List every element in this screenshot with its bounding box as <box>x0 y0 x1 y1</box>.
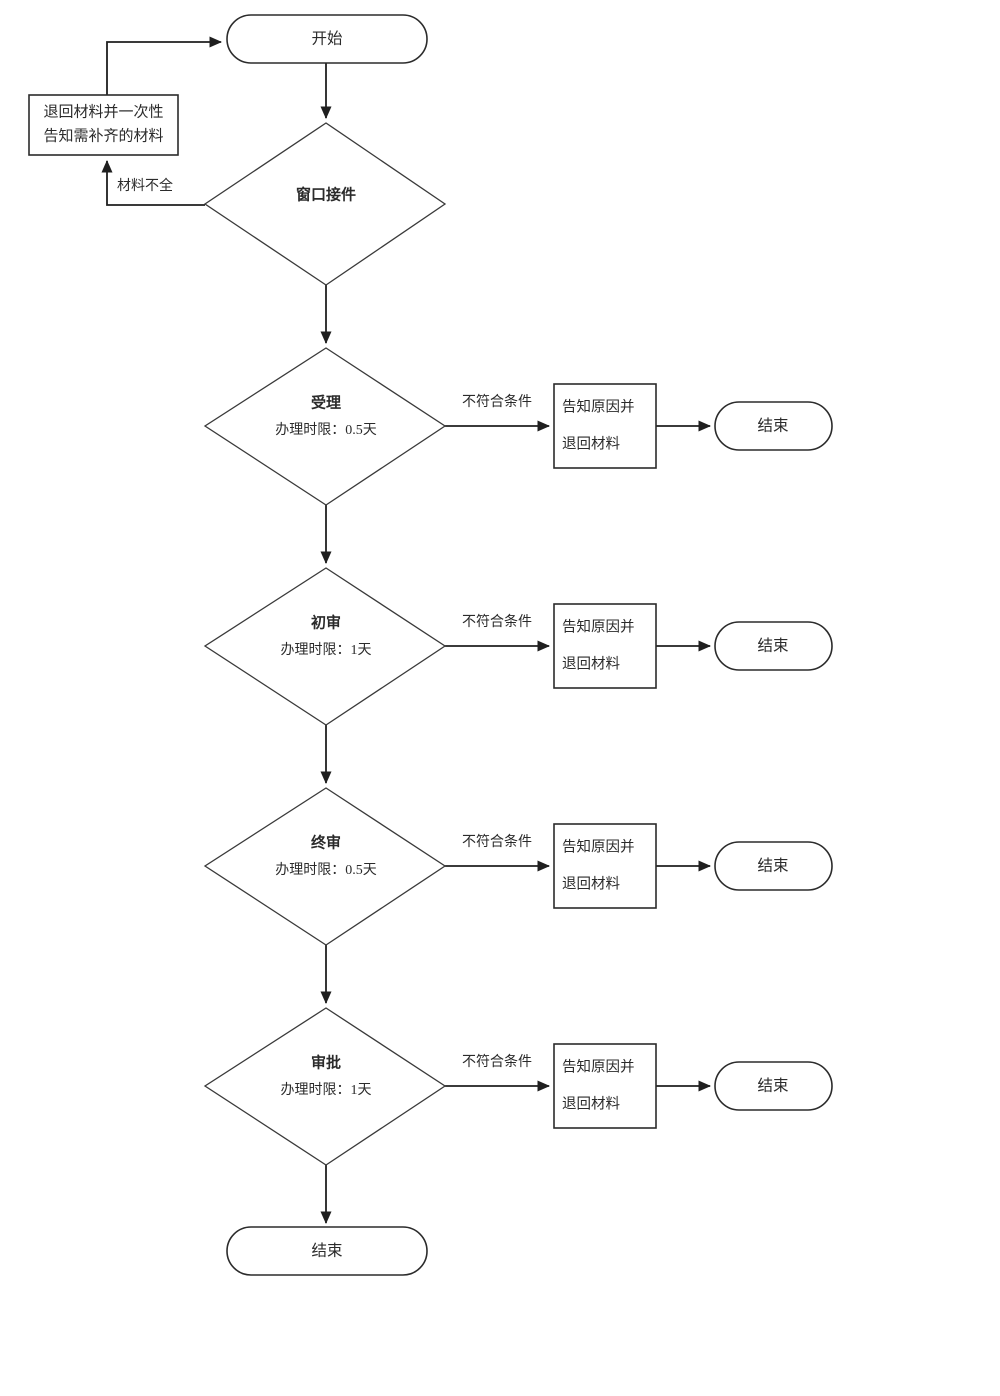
node-return-materials-line1: 退回材料并一次性 <box>43 103 163 120</box>
node-start[interactable]: 开始 <box>226 14 428 64</box>
node-final-review-title: 终审 <box>311 833 341 851</box>
node-acceptance-subtitle: 办理时限：0.5天 <box>275 422 377 438</box>
node-reject-box-1[interactable]: 告知原因并 退回材料 <box>553 383 657 469</box>
edge-label-not-qualified-3: 不符合条件 <box>462 833 532 850</box>
node-reject-box-2[interactable]: 告知原因并 退回材料 <box>553 603 657 689</box>
node-end-2-label: 结束 <box>757 637 788 655</box>
node-end-2[interactable]: 结束 <box>714 621 833 671</box>
node-approval-subtitle: 办理时限：1天 <box>281 1082 372 1098</box>
node-reject-box-4-line2: 退回材料 <box>562 1095 620 1112</box>
edge-return-box-to-start <box>106 36 223 95</box>
node-end-final-label: 结束 <box>311 1242 342 1260</box>
node-end-4[interactable]: 结束 <box>714 1061 833 1111</box>
edge-label-not-qualified-1: 不符合条件 <box>462 393 532 410</box>
edge-window-intake-to-return-box <box>101 159 205 206</box>
edge-label-not-qualified-4: 不符合条件 <box>462 1053 532 1070</box>
node-end-1-label: 结束 <box>757 417 788 435</box>
edge-label-materials-incomplete: 材料不全 <box>117 177 173 194</box>
node-acceptance-title: 受理 <box>311 393 341 411</box>
node-end-final[interactable]: 结束 <box>226 1226 428 1276</box>
connector-layer <box>101 36 712 1225</box>
node-final-review[interactable]: 终审 办理时限：0.5天 <box>203 787 447 946</box>
node-approval[interactable]: 审批 办理时限：1天 <box>203 1007 447 1166</box>
node-first-review-subtitle: 办理时限：1天 <box>281 642 372 658</box>
node-end-4-label: 结束 <box>757 1077 788 1095</box>
node-end-3[interactable]: 结束 <box>714 841 833 891</box>
node-first-review-title: 初审 <box>311 613 341 631</box>
node-return-materials-box[interactable]: 退回材料并一次性 告知需补齐的材料 <box>28 94 179 156</box>
node-reject-box-2-line2: 退回材料 <box>562 655 620 672</box>
node-window-intake-title: 窗口接件 <box>296 185 356 203</box>
node-window-intake[interactable]: 窗口接件 <box>203 122 447 286</box>
node-return-materials-line2: 告知需补齐的材料 <box>43 127 163 144</box>
node-reject-box-1-line1: 告知原因并 <box>562 398 635 415</box>
node-reject-box-3[interactable]: 告知原因并 退回材料 <box>553 823 657 909</box>
node-reject-box-2-line1: 告知原因并 <box>562 618 635 635</box>
node-reject-box-3-line1: 告知原因并 <box>562 838 635 855</box>
node-reject-box-4-line1: 告知原因并 <box>562 1058 635 1075</box>
node-approval-title: 审批 <box>311 1053 341 1071</box>
node-end-1[interactable]: 结束 <box>714 401 833 451</box>
node-first-review[interactable]: 初审 办理时限：1天 <box>203 567 447 726</box>
node-end-3-label: 结束 <box>757 857 788 875</box>
node-start-label: 开始 <box>311 30 343 48</box>
node-reject-box-1-line2: 退回材料 <box>562 435 620 452</box>
node-acceptance[interactable]: 受理 办理时限：0.5天 <box>203 347 447 506</box>
node-reject-box-4[interactable]: 告知原因并 退回材料 <box>553 1043 657 1129</box>
node-reject-box-3-line2: 退回材料 <box>562 875 620 892</box>
node-final-review-subtitle: 办理时限：0.5天 <box>275 862 377 878</box>
edge-label-not-qualified-2: 不符合条件 <box>462 613 532 630</box>
